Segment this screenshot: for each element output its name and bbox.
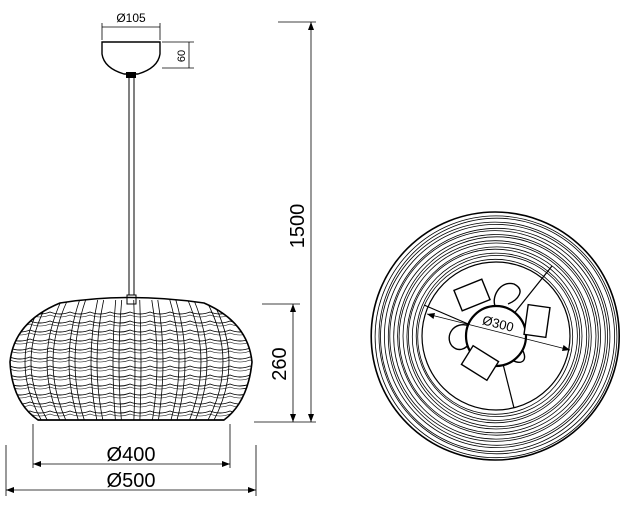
canopy-height-dimension: 60 xyxy=(162,41,194,69)
total-height-dimension: 1500 xyxy=(254,21,316,423)
inner-diameter-label: Ø400 xyxy=(107,444,156,466)
shade-concentric-rings xyxy=(370,211,621,461)
outer-diameter-dimension: Ø500 xyxy=(5,445,257,496)
shade-height-label: 260 xyxy=(269,347,291,380)
bulb-socket xyxy=(523,303,551,339)
shade-ring xyxy=(415,254,578,417)
weave-pattern xyxy=(10,299,252,420)
shade-ring xyxy=(380,221,611,452)
shade-ring xyxy=(393,234,599,440)
shade-ring xyxy=(397,236,597,436)
bottom-view: Ø300 xyxy=(370,211,621,461)
shade-ring xyxy=(417,258,574,415)
shade-ring xyxy=(370,211,621,461)
canopy-diameter-label: Ø105 xyxy=(116,11,146,25)
bulb-socket xyxy=(453,278,491,312)
bulb-socket xyxy=(460,344,500,382)
total-height-label: 1500 xyxy=(287,204,309,249)
canopy-height-label: 60 xyxy=(176,50,188,62)
shade-ring xyxy=(387,227,606,446)
bottom-diameter-label: Ø300 xyxy=(481,313,515,335)
bottom-diameter-dimension: Ø300 xyxy=(426,313,571,351)
ceiling-canopy xyxy=(101,41,161,78)
shade-ring xyxy=(408,248,583,424)
shade-ring xyxy=(374,215,618,459)
canopy-diameter-dimension: Ø105 xyxy=(101,11,161,40)
shade-ring xyxy=(398,240,592,434)
outer-diameter-label: Ø500 xyxy=(107,470,156,492)
wicker-shade xyxy=(9,296,253,421)
shade-ring xyxy=(383,223,608,448)
shade-ring xyxy=(402,242,590,430)
suspension-cable xyxy=(126,78,137,305)
shade-ring xyxy=(411,252,581,421)
shade-ring xyxy=(389,230,602,442)
shade-ring xyxy=(378,217,616,455)
shade-height-dimension: 260 xyxy=(262,303,300,422)
bulb-sockets xyxy=(453,278,551,382)
shade-ring xyxy=(406,246,588,428)
inner-diameter-dimension: Ø400 xyxy=(32,424,231,468)
side-view: Ø105 60 1500 xyxy=(5,11,316,496)
